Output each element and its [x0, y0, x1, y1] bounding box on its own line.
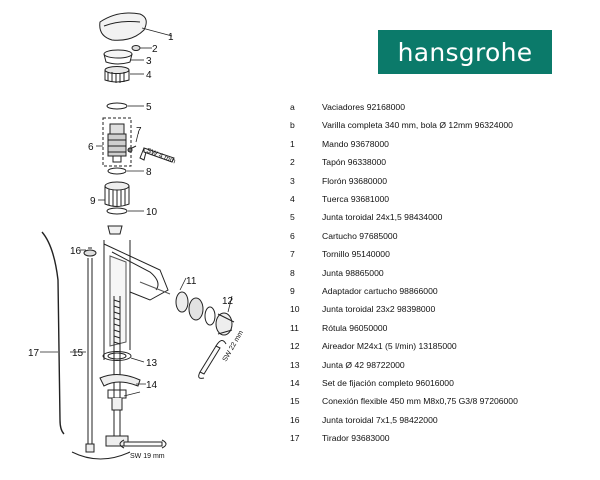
part-code: 9 — [290, 286, 295, 296]
part-description: Adaptador cartucho 98866000 — [322, 286, 438, 296]
callout-11: 11 — [186, 276, 197, 287]
hansgrohe-logo: hansgrohe — [378, 30, 552, 74]
handle-part — [99, 12, 147, 41]
o-ring-24-part — [106, 102, 128, 110]
insert-part — [107, 225, 123, 235]
callout-14: 14 — [146, 380, 158, 391]
part-description: Junta toroidal 23x2 98398000 — [322, 304, 436, 315]
hex-key-tool — [139, 147, 175, 163]
part-code: a — [290, 102, 295, 112]
part-description: Junta 98865000 — [322, 267, 384, 278]
callout-1: 1 — [168, 32, 174, 43]
callout-5: 5 — [146, 102, 152, 113]
part-code: 13 — [290, 359, 300, 370]
part-code: 5 — [290, 212, 295, 223]
part-code: 11 — [290, 322, 299, 333]
part-description: Varilla completa 340 mm, bola Ø 12mm 963… — [322, 120, 513, 131]
part-code: 16 — [290, 414, 300, 425]
part-code: 8 — [290, 267, 295, 278]
part-description: Junta toroidal 7x1,5 98422000 — [322, 414, 438, 425]
wrench-22-tool — [198, 340, 227, 379]
part-description: Rótula 96050000 — [322, 322, 388, 333]
part-code: 7 — [290, 249, 295, 260]
threaded-rod-part — [113, 296, 121, 440]
part-code: 17 — [290, 433, 300, 444]
mounting-set-part — [99, 374, 141, 447]
part-code: 12 — [290, 341, 300, 352]
callout-15: 15 — [72, 348, 84, 359]
flexible-hose-part — [85, 258, 95, 453]
part-description: Set de fijación completo 96016000 — [322, 378, 454, 388]
callout-12: 12 — [222, 296, 234, 307]
nut-part — [104, 66, 130, 83]
part-description: Tornillo 95140000 — [322, 249, 390, 260]
screw-part — [127, 145, 137, 153]
part-description: Tuerca 93681000 — [322, 194, 390, 204]
part-code: 3 — [290, 175, 295, 186]
wrench-19-tool — [119, 439, 167, 449]
part-description: Tirador 93683000 — [322, 433, 390, 444]
part-description: Conexión flexible 450 mm M8x0,75 G3/8 97… — [322, 396, 518, 407]
pull-rod-part — [41, 231, 65, 435]
base-plate — [71, 451, 131, 460]
callout-2: 2 — [152, 44, 158, 55]
part-code: 15 — [290, 396, 300, 407]
part-description: Aireador M24x1 (5 l/min) 13185000 — [322, 341, 457, 352]
callout-9: 9 — [90, 196, 96, 207]
wrench-size-large: SW 19 mm — [130, 453, 165, 460]
callout-17: 17 — [28, 348, 40, 359]
wrench-size-small: SW 4 mm — [145, 147, 176, 165]
part-description: Junta toroidal 24x1,5 98434000 — [322, 212, 443, 223]
cap-part — [131, 45, 141, 51]
part-code: 6 — [290, 230, 295, 241]
callout-6: 6 — [88, 142, 94, 153]
part-code: 14 — [290, 378, 300, 388]
aerator-part — [204, 306, 235, 336]
callout-3: 3 — [146, 56, 152, 67]
ball-joint-part — [175, 291, 204, 321]
part-code: b — [290, 120, 295, 131]
o-ring-7-part — [83, 247, 97, 257]
cartridge-part — [102, 117, 132, 167]
part-description: Vaciadores 92168000 — [322, 102, 405, 112]
part-code: 4 — [290, 194, 295, 204]
part-description: Florón 93680000 — [322, 175, 387, 186]
gasket-42-part — [102, 351, 132, 361]
callout-13: 13 — [146, 358, 158, 369]
leader-lines — [40, 27, 233, 397]
callout-4: 4 — [146, 70, 152, 81]
callout-16: 16 — [70, 246, 82, 257]
cartridge-adapter-part — [104, 181, 130, 207]
part-description: Cartucho 97685000 — [322, 230, 398, 241]
part-description: Mando 93678000 — [322, 138, 389, 149]
part-description: Junta Ø 42 98722000 — [322, 359, 405, 370]
part-code: 10 — [290, 304, 300, 315]
part-code: 1 — [290, 138, 295, 149]
callout-7: 7 — [136, 126, 142, 137]
part-description: Tapón 96338000 — [322, 157, 387, 168]
callout-8: 8 — [146, 167, 152, 178]
o-ring-23-part — [106, 207, 128, 215]
brand-name: hansgrohe — [397, 37, 533, 67]
cover-part — [103, 49, 133, 65]
callout-10: 10 — [146, 207, 158, 218]
gasket-part — [107, 167, 127, 175]
part-code: 2 — [290, 157, 295, 168]
